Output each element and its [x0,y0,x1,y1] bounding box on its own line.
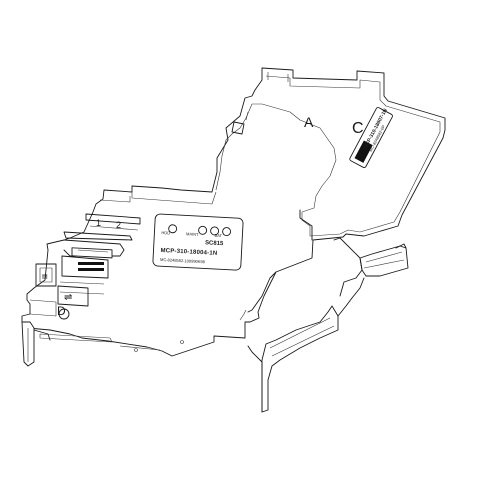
label-d: D [57,304,66,318]
top-notches [231,72,289,135]
icon-caption-bat: BAT [214,232,223,239]
port-cutouts: ▤ ⇌ [29,239,125,317]
left-lip [21,321,51,367]
label-two: 2 [116,220,122,230]
label-plate [152,213,244,271]
top-slots [63,213,141,241]
svg-text:▤: ▤ [42,274,48,280]
svg-text:⇌: ⇌ [64,292,72,303]
corner-marks [39,308,184,352]
label-c: C [352,120,364,137]
serial-text: SC815 [204,240,224,248]
right-flange [333,237,409,297]
label-one: 1 [96,218,102,228]
plate-text: HDD MAINT BAT SC815 MCP-310-18004-1N MC-… [154,216,246,271]
icon-caption-hdd: HDD [161,229,171,236]
barcode-text: MC-8248582-100990K98 [159,256,206,265]
side-tag [349,107,393,168]
bottom-lip [247,277,365,413]
icon-caption-maint: MAINT [186,231,199,237]
label-a: A [304,114,314,130]
part-code-text: MCP-310-18004-1N [160,247,218,257]
